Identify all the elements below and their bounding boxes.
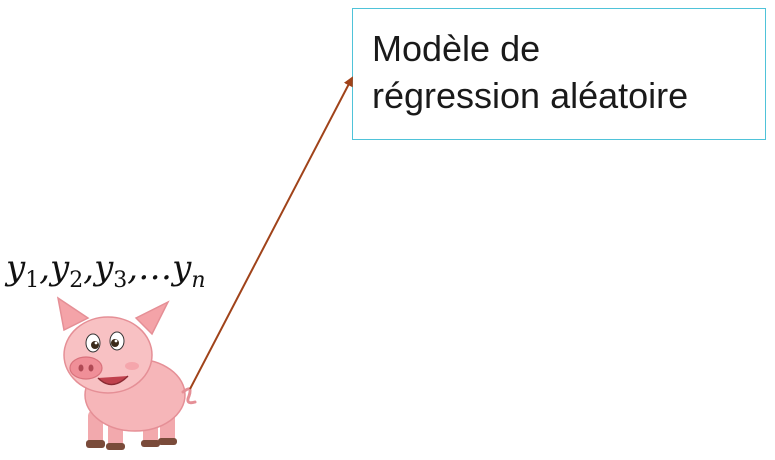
pig-icon <box>56 296 197 450</box>
model-box-line-1: Modèle de <box>372 28 541 69</box>
arrow-to-model <box>189 76 353 390</box>
seq-term-3-sub: 3 <box>113 268 128 293</box>
seq-term-1-sep: , <box>39 248 51 288</box>
seq-term-4-base: y <box>172 248 192 288</box>
seq-term-1-base: y <box>6 248 26 288</box>
model-box: Modèle de régression aléatoire <box>352 8 766 140</box>
seq-term-3-base: y <box>94 248 114 288</box>
seq-term-4-sub: n <box>191 268 206 293</box>
seq-term-3-sep: ,… <box>127 248 173 288</box>
sequence-label: y1,y2,y3,…yn <box>6 248 205 293</box>
seq-term-1-sub: 1 <box>25 268 40 293</box>
seq-term-2-sep: , <box>83 248 95 288</box>
model-box-line-2: régression aléatoire <box>372 75 689 116</box>
seq-term-2-sub: 2 <box>69 268 84 293</box>
seq-term-2-base: y <box>50 248 70 288</box>
